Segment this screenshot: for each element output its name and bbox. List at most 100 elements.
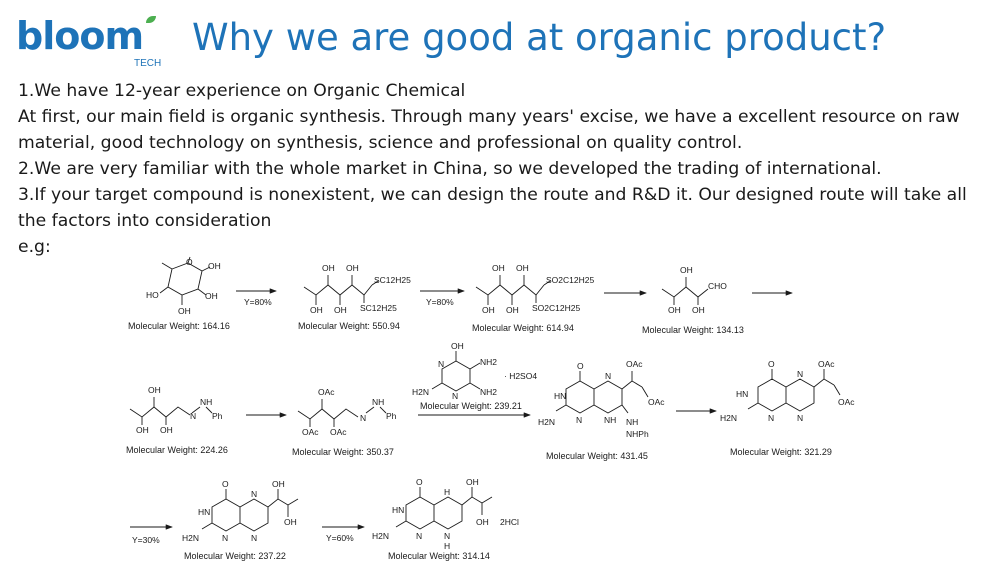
atom-label: OH	[492, 263, 505, 273]
atom-label: H2N	[412, 387, 429, 397]
page-title: Why we are good at organic product?	[192, 16, 887, 59]
atom-label: OH	[482, 305, 495, 315]
atom-label: H2N	[372, 531, 389, 541]
molecular-weight: Molecular Weight: 350.37	[292, 447, 394, 457]
molecular-weight: Molecular Weight: 431.45	[546, 451, 648, 461]
atom-label: OH	[668, 305, 681, 315]
atom-label: OAc	[626, 359, 643, 369]
molecular-weight: Molecular Weight: 164.16	[128, 321, 230, 331]
atom-label: N	[438, 359, 444, 369]
atom-label: SO2C12H25	[532, 303, 580, 313]
molecular-weight: Molecular Weight: 314.14	[388, 551, 490, 561]
atom-label: O	[186, 257, 193, 267]
compound-pterin-adduct: O HN H2N N N NH OAc OAc NH NHPh	[538, 359, 665, 439]
atom-label: N	[605, 371, 611, 381]
atom-label: NH2	[480, 387, 497, 397]
content-body: 1.We have 12-year experience on Organic …	[18, 78, 988, 260]
atom-label: OH	[208, 261, 221, 271]
atom-label: N	[768, 413, 774, 423]
atom-label: NH	[626, 417, 638, 427]
atom-label: OH	[136, 425, 149, 435]
atom-label: OH	[451, 341, 464, 351]
atom-label: OAc	[318, 387, 335, 397]
point-3: 3.If your target compound is nonexistent…	[18, 185, 967, 231]
molecular-weight: Molecular Weight: 237.22	[184, 551, 286, 561]
atom-label: O	[768, 359, 775, 369]
molecular-weight: Molecular Weight: 321.29	[730, 447, 832, 457]
atom-label: NH	[200, 397, 212, 407]
atom-label: H	[444, 487, 450, 497]
atom-label: OH	[284, 517, 297, 527]
atom-label: H2N	[538, 417, 555, 427]
molecular-weight: Molecular Weight: 224.26	[126, 445, 228, 455]
atom-label: H2N	[182, 533, 199, 543]
atom-label: OAc	[330, 427, 347, 437]
atom-label: N	[576, 415, 582, 425]
compound-aldehyde: OH OH OH CHO	[661, 265, 727, 315]
compound-hydrazone: OH OH OH N NH Ph	[129, 385, 223, 435]
atom-label: H2N	[720, 413, 737, 423]
reagent-salt: · H2SO4	[504, 371, 537, 381]
atom-label: NH	[604, 415, 616, 425]
compound-acetyl-hydrazone: OAc OAc OAc N NH Ph	[297, 387, 397, 437]
atom-label: NHPh	[626, 429, 649, 439]
atom-label: N	[444, 531, 450, 541]
atom-label: OH	[466, 477, 479, 487]
synthesis-scheme: O OH OH OH HO Molecular Weight: 164.16 Y…	[0, 255, 999, 577]
atom-label: N	[452, 391, 458, 401]
yield-label: Y=80%	[426, 297, 454, 307]
atom-label: HN	[554, 391, 566, 401]
yield-label: Y=80%	[244, 297, 272, 307]
atom-label: O	[416, 477, 423, 487]
atom-label: OH	[334, 305, 347, 315]
atom-label: OH	[205, 291, 218, 301]
atom-label: OH	[160, 425, 173, 435]
logo-tagline: TECH	[134, 58, 162, 69]
yield-label: Y=30%	[132, 535, 160, 545]
atom-label: OAc	[302, 427, 319, 437]
atom-label: HN	[198, 507, 210, 517]
compound-tetrahydrobiopterin: O HN H2N N H N H OH OH 2HCl	[372, 477, 519, 551]
molecular-weight: Molecular Weight: 550.94	[298, 321, 400, 331]
point-2: 2.We are very familiar with the whole ma…	[18, 159, 882, 179]
atom-label: N	[797, 413, 803, 423]
atom-label: OH	[272, 479, 285, 489]
atom-label: OAc	[838, 397, 855, 407]
atom-label: Ph	[386, 411, 397, 421]
company-logo: bloom TECH	[16, 14, 181, 70]
point-1-detail: At first, our main field is organic synt…	[18, 107, 960, 153]
atom-label: OH	[680, 265, 693, 275]
compound-triaminopyrimidine: OH NH2 NH2 H2N N N · H2SO4	[412, 341, 537, 401]
atom-label: H	[444, 541, 450, 551]
atom-label: NH2	[480, 357, 497, 367]
atom-label: N	[190, 411, 196, 421]
atom-label: CHO	[708, 281, 727, 291]
molecular-weight: Molecular Weight: 614.94	[472, 323, 574, 333]
atom-label: N	[360, 413, 366, 423]
molecular-weight: Molecular Weight: 134.13	[642, 325, 744, 335]
example-label: e.g:	[18, 237, 51, 257]
atom-label: OH	[346, 263, 359, 273]
compound-disulfone: OH OH OH OH SO2C12H25 SO2C12H25	[475, 263, 594, 315]
molecular-weight: Molecular Weight: 239.21	[420, 401, 522, 411]
atom-label: N	[251, 533, 257, 543]
atom-label: N	[251, 489, 257, 499]
atom-label: Ph	[212, 411, 223, 421]
atom-label: N	[416, 531, 422, 541]
atom-label: OH	[178, 306, 191, 316]
atom-label: OH	[476, 517, 489, 527]
atom-label: OH	[506, 305, 519, 315]
atom-label: OAc	[648, 397, 665, 407]
atom-label: OH	[310, 305, 323, 315]
atom-label: OAc	[818, 359, 835, 369]
atom-label: SO2C12H25	[546, 275, 594, 285]
point-1-title: 1.We have 12-year experience on Organic …	[18, 81, 466, 101]
atom-label: HO	[146, 290, 159, 300]
atom-label: NH	[372, 397, 384, 407]
compound-dithioacetal: OH OH OH OH SC12H25 SC12H25	[303, 263, 411, 315]
atom-label: OH	[516, 263, 529, 273]
atom-label: N	[222, 533, 228, 543]
atom-label: OH	[692, 305, 705, 315]
salt-label: 2HCl	[500, 517, 519, 527]
compound-biopterin: O HN H2N N N N OH OH	[182, 479, 299, 543]
